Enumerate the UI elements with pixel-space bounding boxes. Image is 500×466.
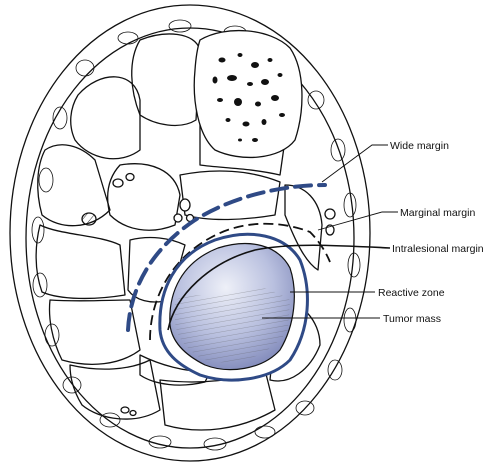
leader-lines (262, 144, 398, 319)
label-reactive-zone: Reactive zone (378, 287, 445, 299)
intralesional-margin-line (167, 244, 391, 331)
label-wide-margin: Wide margin (390, 140, 449, 152)
label-tumor-mass: Tumor mass (383, 313, 441, 325)
vessels (81, 172, 336, 417)
marginal-margin-line (149, 222, 331, 341)
label-marginal-margin: Marginal margin (400, 207, 475, 219)
label-intralesional-margin: Intralesional margin (392, 243, 484, 255)
skin-layer (9, 4, 371, 462)
wide-margin-line (126, 183, 327, 332)
tumor-texture (175, 287, 290, 363)
bone (193, 29, 303, 159)
muscle-groups (35, 33, 323, 431)
labels: Wide margin Marginal margin Intralesiona… (378, 140, 484, 325)
bone-marrow-pores (212, 53, 285, 142)
